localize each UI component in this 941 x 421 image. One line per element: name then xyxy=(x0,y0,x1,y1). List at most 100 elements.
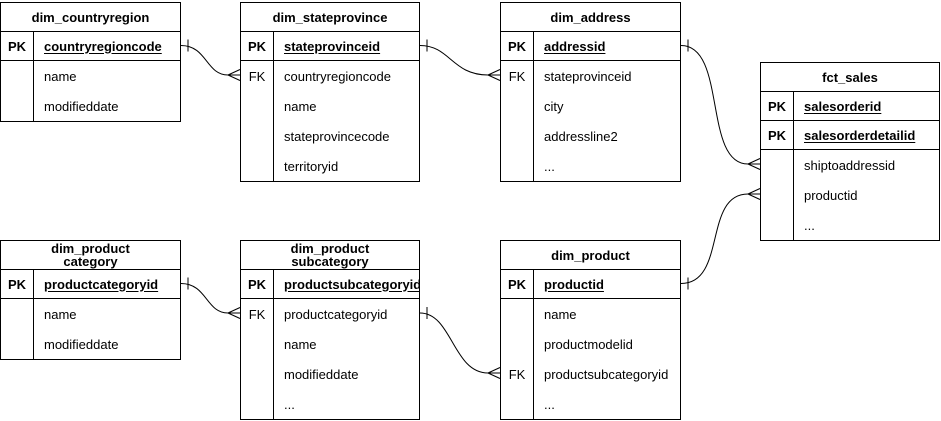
key-badge: PK xyxy=(241,270,274,298)
attribute-row: stateprovincecode xyxy=(241,121,419,151)
edge-countryregion-to-stateprovince[interactable] xyxy=(180,39,241,81)
attribute-row: name xyxy=(241,329,419,359)
column-name: name xyxy=(544,306,577,322)
edge-line[interactable] xyxy=(680,45,749,165)
key-badge xyxy=(501,299,534,329)
key-badge xyxy=(1,61,34,91)
edge-line[interactable] xyxy=(180,283,229,314)
key-badge: FK xyxy=(501,359,534,389)
edge-line[interactable] xyxy=(180,45,229,76)
key-badge xyxy=(501,121,534,151)
key-badge xyxy=(241,91,274,121)
table-title: dim_address xyxy=(501,3,680,32)
column-name: shiptoaddressid xyxy=(804,157,896,173)
column-name: salesorderid xyxy=(804,98,882,114)
entity-fct_sales[interactable]: fct_sales PK salesorderid PK salesorderd… xyxy=(760,62,940,241)
entity-dim_product[interactable]: dim_product PK productid name productmod… xyxy=(500,240,681,420)
column-name: ... xyxy=(544,158,555,174)
column-name: productcategoryid xyxy=(284,306,388,322)
key-badge xyxy=(761,210,794,240)
key-badge xyxy=(501,151,534,181)
edge-address-to-fctsales[interactable] xyxy=(680,39,761,170)
column-name: productsubcategoryid xyxy=(544,366,669,382)
pk-row: PK productcategoryid xyxy=(1,270,180,299)
key-badge: PK xyxy=(1,32,34,60)
column-name: name xyxy=(44,68,77,84)
many-crowsfoot-icon xyxy=(227,69,241,81)
key-badge xyxy=(761,180,794,210)
column-name: productid xyxy=(804,187,858,203)
table-title: fct_sales xyxy=(761,63,939,92)
column-name: salesorderdetailid xyxy=(804,127,916,143)
column-name: productmodelid xyxy=(544,336,633,352)
key-badge xyxy=(501,91,534,121)
column-name: countryregioncode xyxy=(44,38,162,54)
key-badge xyxy=(501,389,534,419)
attribute-row-ellipsis: ... xyxy=(241,389,419,419)
pk-row: PK countryregioncode xyxy=(1,32,180,61)
entity-dim_countryregion[interactable]: dim_countryregion PK countryregioncode n… xyxy=(0,2,181,122)
entity-dim_productcategory[interactable]: dim_product category PK productcategoryi… xyxy=(0,240,181,360)
column-name: stateprovinceid xyxy=(544,68,632,84)
edge-product-to-fctsales[interactable] xyxy=(680,188,761,290)
key-badge xyxy=(241,151,274,181)
key-badge: PK xyxy=(501,270,534,298)
fk-attribute-row: FK productsubcategoryid xyxy=(501,359,680,389)
column-name: modifieddate xyxy=(44,98,119,114)
column-name: stateprovinceid xyxy=(284,38,381,54)
column-name: name xyxy=(44,306,77,322)
attribute-row: modifieddate xyxy=(241,359,419,389)
table-title: dim_product xyxy=(501,241,680,270)
key-badge: FK xyxy=(241,299,274,329)
attribute-row-ellipsis: ... xyxy=(501,389,680,419)
table-title: dim_countryregion xyxy=(1,3,180,32)
attribute-row: productmodelid xyxy=(501,329,680,359)
edge-productcategory-to-productsubcategory[interactable] xyxy=(180,277,241,319)
entity-dim_productsubcategory[interactable]: dim_product subcategory PK productsubcat… xyxy=(240,240,420,420)
key-badge xyxy=(761,150,794,180)
edge-stateprovince-to-address[interactable] xyxy=(419,39,501,81)
column-name: name xyxy=(284,336,317,352)
column-name: ... xyxy=(284,396,295,412)
column-name: ... xyxy=(804,217,815,233)
key-badge xyxy=(241,359,274,389)
attribute-row: name xyxy=(241,91,419,121)
pk-row: PK addressid xyxy=(501,32,680,61)
attribute-row: productid xyxy=(761,180,939,210)
edge-line[interactable] xyxy=(680,193,749,284)
attribute-row: modifieddate xyxy=(1,329,180,359)
pk-row: PK salesorderid xyxy=(761,92,939,121)
edge-productsubcategory-to-product[interactable] xyxy=(419,307,501,379)
column-name: stateprovincecode xyxy=(284,128,390,144)
attribute-row: addressline2 xyxy=(501,121,680,151)
key-badge xyxy=(241,329,274,359)
column-name: ... xyxy=(544,396,555,412)
column-name: modifieddate xyxy=(284,366,359,382)
key-badge: PK xyxy=(241,32,274,60)
entity-dim_stateprovince[interactable]: dim_stateprovince PK stateprovinceid FK … xyxy=(240,2,420,182)
entity-dim_address[interactable]: dim_address PK addressid FK stateprovinc… xyxy=(500,2,681,182)
attribute-row: city xyxy=(501,91,680,121)
column-name: modifieddate xyxy=(44,336,119,352)
many-crowsfoot-icon xyxy=(487,367,501,379)
edge-line[interactable] xyxy=(419,45,489,76)
key-badge xyxy=(1,299,34,329)
edge-line[interactable] xyxy=(419,312,489,374)
pk-row: PK productsubcategoryid xyxy=(241,270,419,299)
attribute-row: modifieddate xyxy=(1,91,180,121)
attribute-row: name xyxy=(501,299,680,329)
key-badge: PK xyxy=(761,121,794,149)
key-badge xyxy=(1,329,34,359)
key-badge xyxy=(241,389,274,419)
column-name: countryregioncode xyxy=(284,68,391,84)
fk-attribute-row: FK countryregioncode xyxy=(241,61,419,91)
fk-attribute-row: FK stateprovinceid xyxy=(501,61,680,91)
key-badge xyxy=(1,91,34,121)
many-crowsfoot-icon xyxy=(747,158,761,170)
key-badge xyxy=(501,329,534,359)
table-title: dim_product category xyxy=(1,241,180,270)
attribute-row: name xyxy=(1,61,180,91)
many-crowsfoot-icon xyxy=(487,69,501,81)
